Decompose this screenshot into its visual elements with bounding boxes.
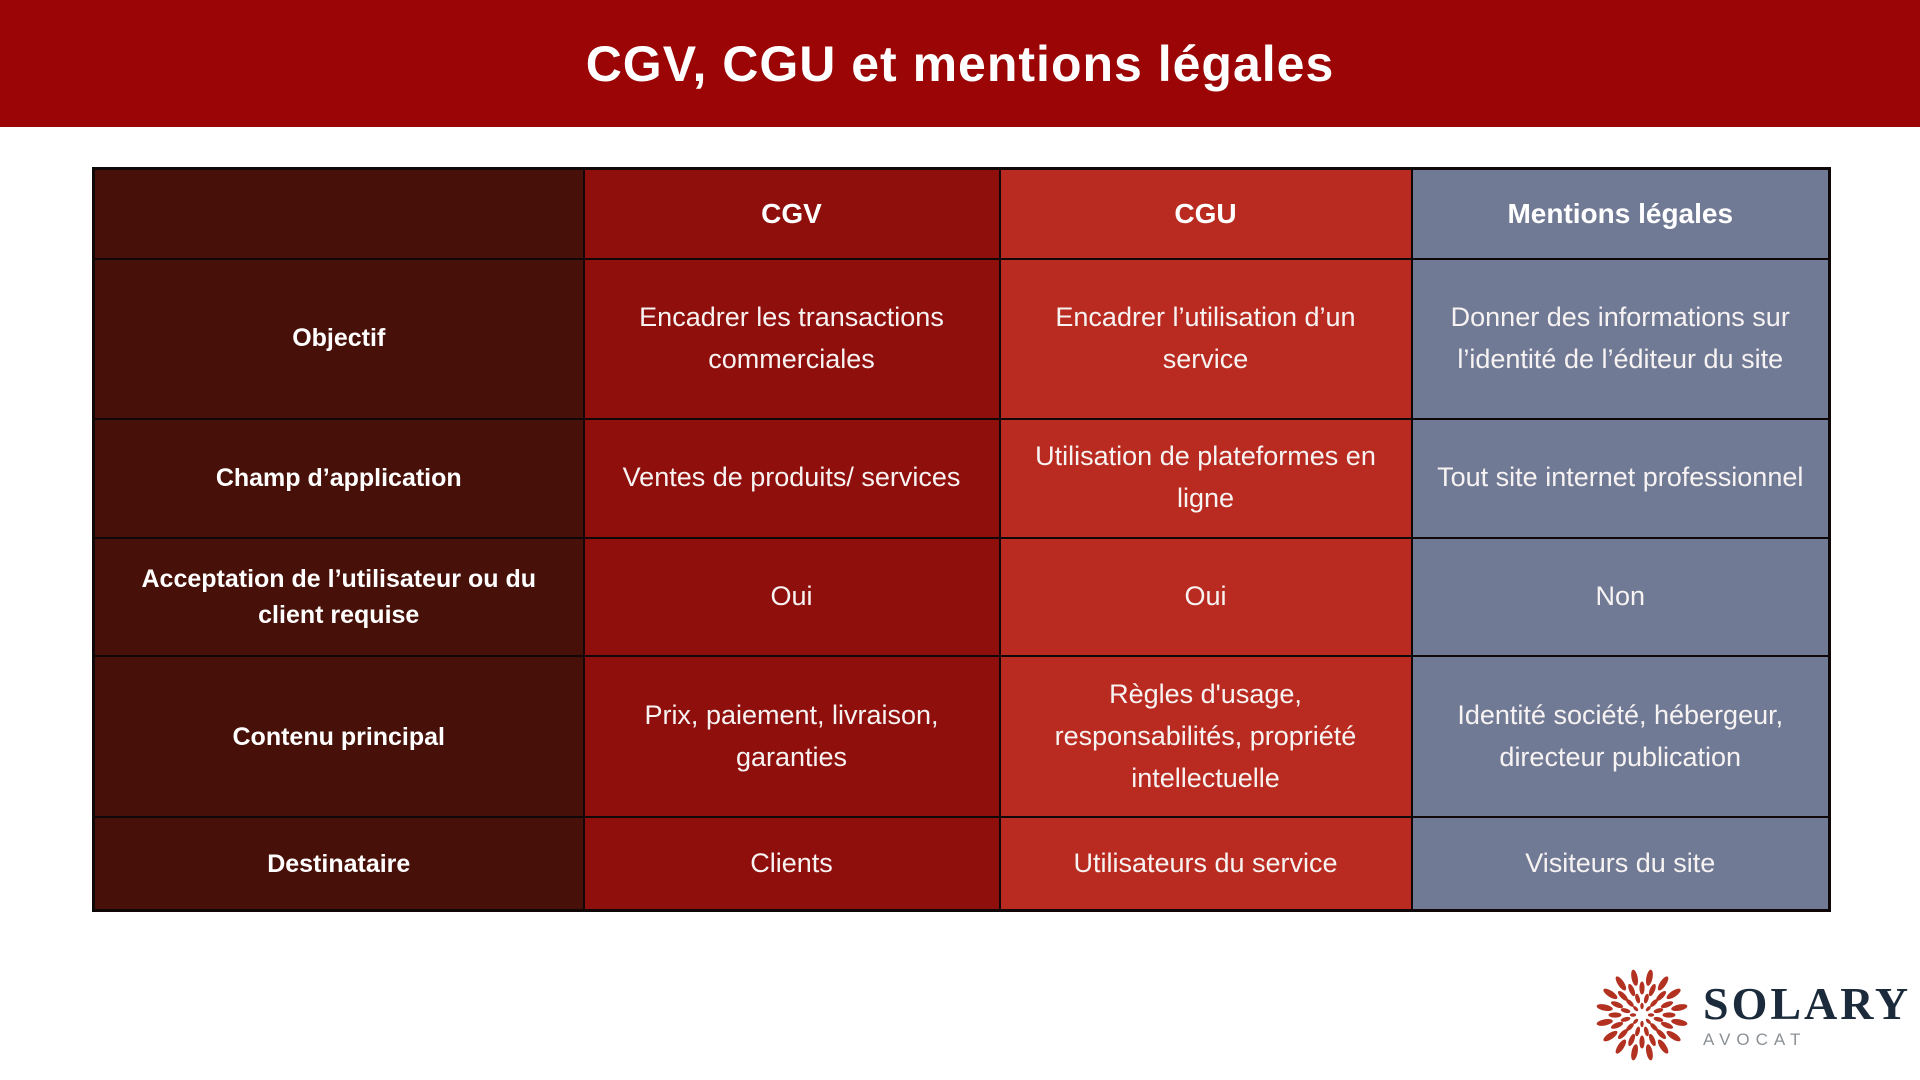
row-label-cell: Objectif [92, 257, 585, 420]
header-row: CGV CGU Mentions légales [92, 167, 1831, 260]
table-cell: Oui [998, 536, 1413, 658]
solary-sunburst-icon [1596, 969, 1688, 1061]
table-cell: Donner des informations sur l’identité d… [1410, 257, 1831, 420]
logo-text: SOLARY AVOCAT [1703, 977, 1912, 1050]
table-cell: Oui [582, 536, 1001, 658]
title-banner: CGV, CGU et mentions légales [0, 0, 1920, 127]
comparison-table: CGV CGU Mentions légales Objectif Encadr… [92, 167, 1831, 912]
table-row-contenu-principal: Contenu principal Prix, paiement, livrai… [92, 655, 1831, 819]
table-cell: Prix, paiement, livraison, garanties [582, 655, 1001, 819]
table-cell: Non [1410, 536, 1831, 658]
row-label-cell: Champ d’application [92, 417, 585, 539]
table-cell: Tout site internet professionnel [1410, 417, 1831, 539]
table-cell: Encadrer l’utilisation d’un service [998, 257, 1413, 420]
table-row-destinataire: Destinataire Clients Utilisateurs du ser… [92, 816, 1831, 912]
table-cell: Ventes de produits/ services [582, 417, 1001, 539]
table-cell: Utilisation de plateformes en ligne [998, 417, 1413, 539]
logo-subtitle: AVOCAT [1703, 1030, 1807, 1050]
row-label-cell: Acceptation de l’utilisateur ou du clien… [92, 536, 585, 658]
corner-cell [92, 167, 585, 260]
row-label-cell: Contenu principal [92, 655, 585, 819]
table-cell: Visiteurs du site [1410, 816, 1831, 912]
table-cell: Utilisateurs du service [998, 816, 1413, 912]
table-cell: Identité société, hébergeur, directeur p… [1410, 655, 1831, 819]
table-row-acceptation: Acceptation de l’utilisateur ou du clien… [92, 536, 1831, 658]
page-title: CGV, CGU et mentions légales [585, 35, 1335, 92]
column-header-cgu: CGU [998, 167, 1413, 260]
column-header-mentions-legales: Mentions légales [1410, 167, 1831, 260]
table-cell: Encadrer les transactions commerciales [582, 257, 1001, 420]
row-label-cell: Destinataire [92, 816, 585, 912]
solary-logo: SOLARY AVOCAT [1595, 968, 1911, 1062]
table-row-champ-application: Champ d’application Ventes de produits/ … [92, 417, 1831, 539]
table-cell: Clients [582, 816, 1001, 912]
table-row-objectif: Objectif Encadrer les transactions comme… [92, 257, 1831, 420]
table-cell: Règles d'usage, responsabilités, proprié… [998, 655, 1413, 819]
logo-name: SOLARY [1703, 977, 1912, 1029]
column-header-cgv: CGV [582, 167, 1001, 260]
